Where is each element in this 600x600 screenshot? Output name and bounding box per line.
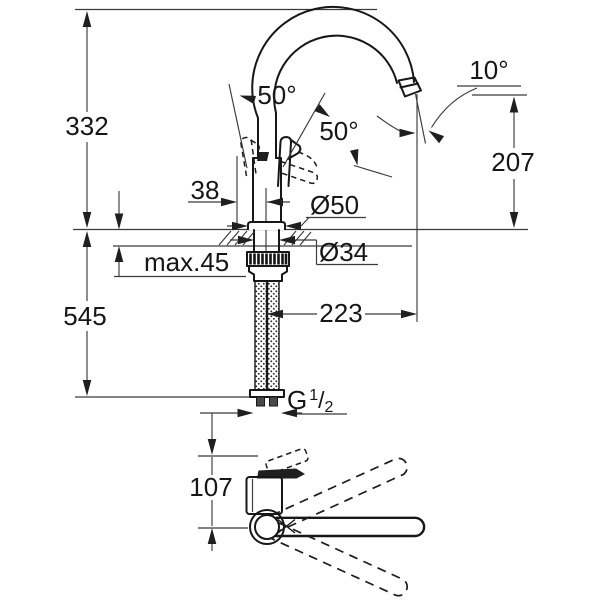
dim-dia34-label: Ø34 xyxy=(319,237,368,267)
arrowhead xyxy=(82,231,92,247)
dim-38-label: 38 xyxy=(191,175,220,205)
hose-end-flange xyxy=(249,389,285,398)
handle-pivot xyxy=(257,152,269,161)
base-escutcheon xyxy=(247,221,286,230)
dim-38: 38 xyxy=(188,156,290,230)
angle-annotations xyxy=(228,83,478,178)
arrowhead xyxy=(238,91,257,105)
mounting-group xyxy=(246,251,290,407)
arrowhead xyxy=(221,197,237,207)
dim-line xyxy=(230,239,378,266)
arrowhead xyxy=(237,408,254,418)
arrowhead xyxy=(399,128,416,138)
dim-50deg-right-label: 50° xyxy=(319,116,358,146)
angle-line-lower xyxy=(353,164,393,178)
dim-50deg-right: 50° xyxy=(319,116,358,146)
spout-top-view-dashed-up xyxy=(271,457,408,532)
dim-line xyxy=(114,191,246,278)
arrowhead xyxy=(82,212,92,228)
reference-lines xyxy=(73,8,528,398)
arrowhead xyxy=(267,197,283,207)
top-view-handle-dashed xyxy=(265,447,309,475)
dim-107: 107 xyxy=(189,413,233,551)
arrowhead xyxy=(207,439,217,455)
handle-swing-arc xyxy=(297,151,319,171)
spout-outer-arc xyxy=(251,6,415,159)
dim-max45-label: max.45 xyxy=(144,247,229,277)
handle-solid-knob xyxy=(287,139,302,160)
spout-outline xyxy=(251,6,422,159)
handle-dashed-right xyxy=(278,160,319,185)
arrowhead xyxy=(401,309,417,319)
hatch-left xyxy=(218,230,255,246)
spout-top-view-solid xyxy=(274,516,426,538)
dim-50deg-left: 50° xyxy=(257,80,296,110)
front-view xyxy=(218,6,422,407)
hose-left xyxy=(254,280,268,391)
dim-dia34: Ø34 xyxy=(230,235,378,267)
thread-stub-left xyxy=(256,396,265,407)
top-view xyxy=(198,447,426,597)
arrowhead xyxy=(509,96,519,113)
dim-332: 332 xyxy=(65,11,109,228)
arrowhead xyxy=(509,212,519,228)
arrowhead xyxy=(114,246,124,262)
thread-stub-right xyxy=(269,396,278,407)
aerator xyxy=(397,76,422,98)
handle-dashed-left-knob xyxy=(250,139,260,153)
dim-dia50: Ø50 xyxy=(227,190,366,231)
faucet-body xyxy=(252,157,282,223)
hose-right xyxy=(266,280,280,391)
arrowhead xyxy=(279,235,295,245)
dim-207-label: 207 xyxy=(491,147,534,177)
arrowhead xyxy=(238,235,254,245)
arrowhead xyxy=(82,380,92,396)
dim-332-label: 332 xyxy=(65,111,108,141)
dim-545: 545 xyxy=(63,231,107,396)
dim-50deg-left-label: 50° xyxy=(257,80,296,110)
arrowhead xyxy=(114,213,124,230)
arrowhead xyxy=(426,126,445,144)
handle-group xyxy=(240,136,319,187)
dim-223-label: 223 xyxy=(319,298,362,328)
angle-line-left xyxy=(228,83,248,169)
arrowhead xyxy=(82,11,92,27)
counter-hatching xyxy=(218,230,312,246)
arrowhead xyxy=(207,528,217,544)
dim-207: 207 xyxy=(457,85,535,228)
dim-max45: max.45 xyxy=(114,191,246,278)
spout-top-view-dashed-down xyxy=(271,522,408,597)
arrowhead xyxy=(349,148,362,167)
angle-line-right xyxy=(282,92,326,168)
dim-545-label: 545 xyxy=(63,301,106,331)
spout-inner-arc xyxy=(273,34,398,159)
dim-10deg: 10° xyxy=(469,55,508,85)
swivel-circle-inner xyxy=(254,514,280,540)
outlet-tilt-line xyxy=(414,93,427,144)
mounting-shank xyxy=(253,229,280,253)
swivel-circle-outer xyxy=(249,509,285,545)
nut-knurling xyxy=(249,253,288,265)
extension-line xyxy=(457,85,527,96)
top-view-body xyxy=(245,476,283,515)
outlet-angle-arc xyxy=(431,87,478,128)
dim-223: 223 xyxy=(267,298,417,328)
handle-solid xyxy=(277,136,293,187)
dim-dia50-label: Ø50 xyxy=(310,190,359,220)
aerator-band xyxy=(399,82,419,89)
nut-collar xyxy=(248,265,288,282)
dim-107-label: 107 xyxy=(189,472,232,502)
dim-10deg-label: 10° xyxy=(469,55,508,85)
